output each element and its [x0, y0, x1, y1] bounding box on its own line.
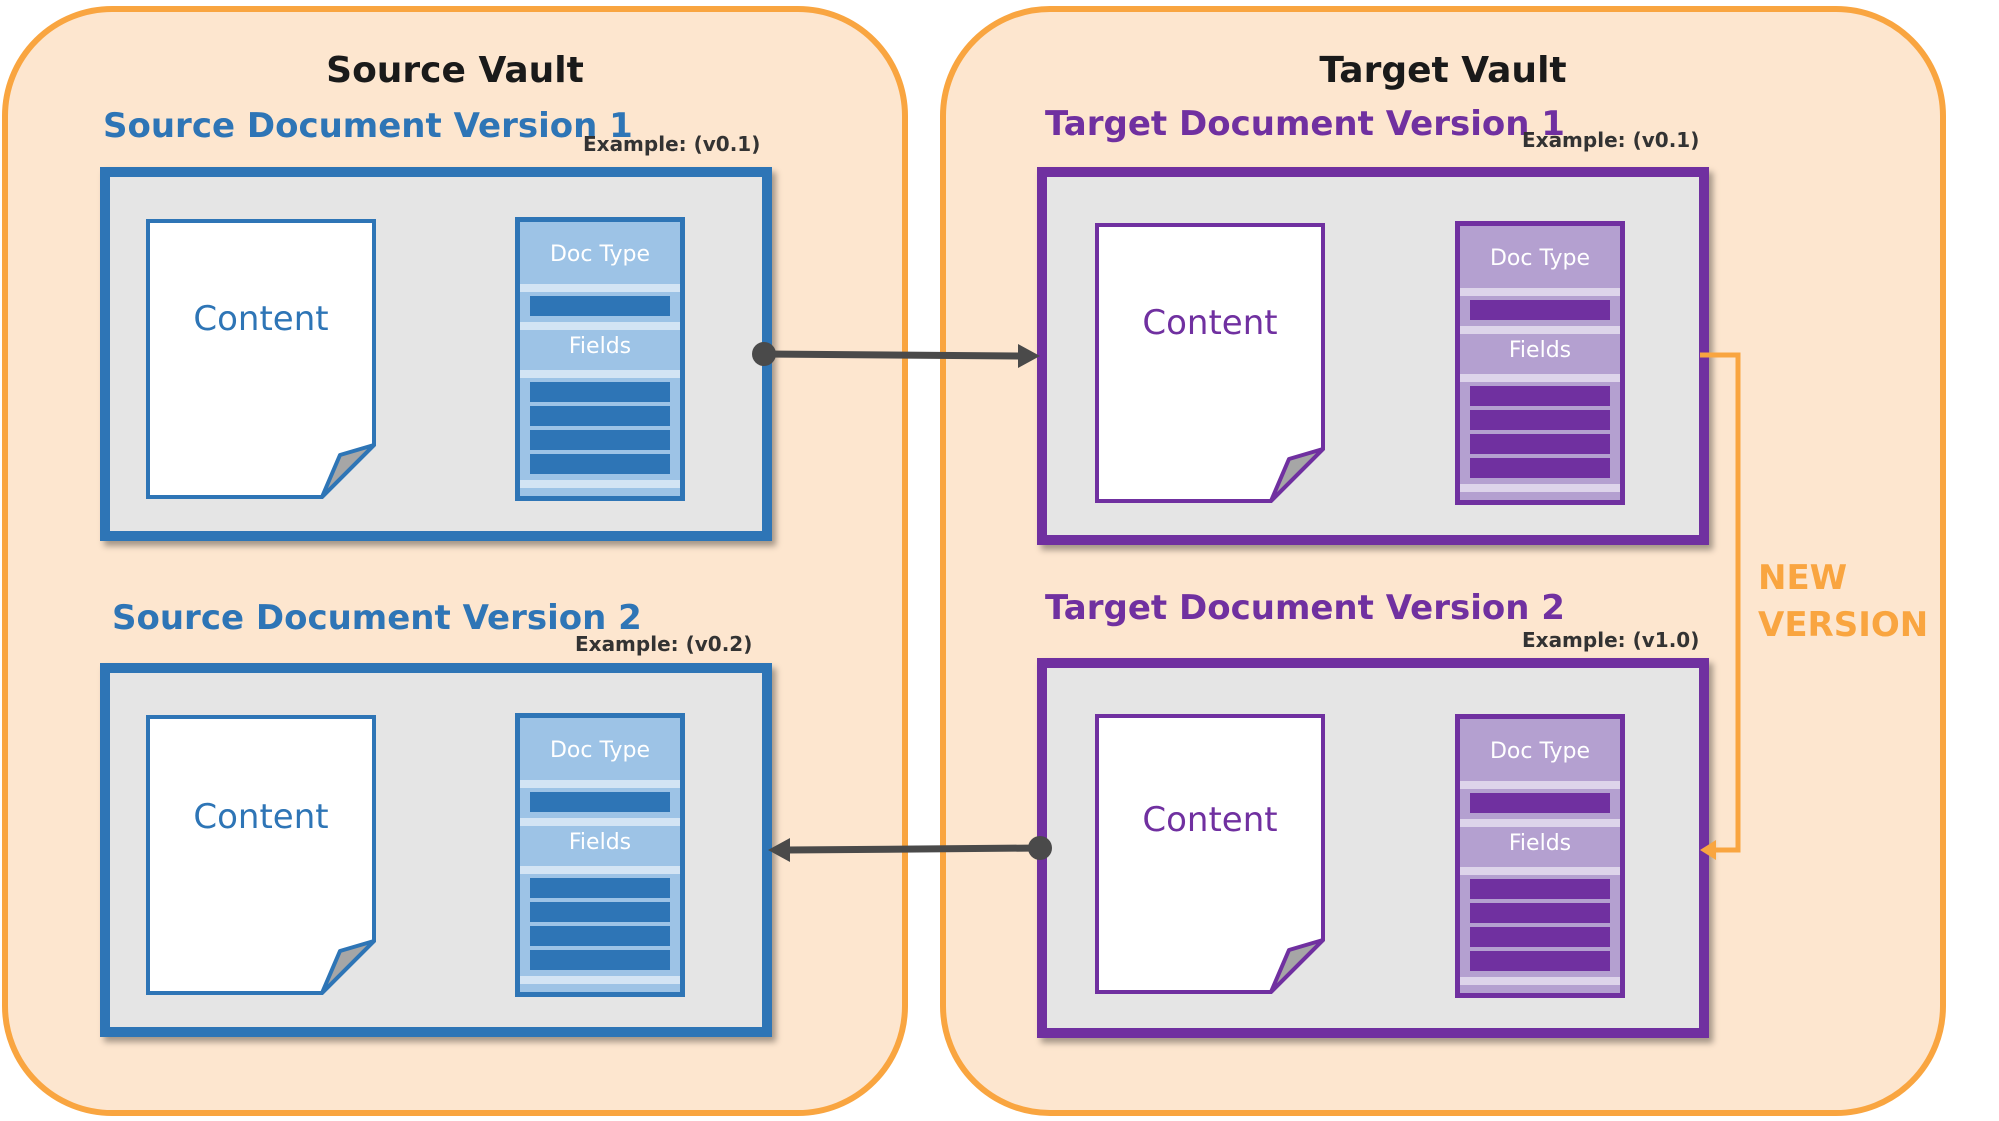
content-label: Content [1142, 800, 1278, 840]
doc-type-bar [1470, 793, 1610, 813]
fields-label: Fields [568, 334, 632, 359]
field-bar [530, 406, 670, 426]
new-version-bracket [1700, 352, 1741, 860]
document-page-icon [1095, 714, 1325, 994]
target-doc-v2-title: Target Document Version 2 [1045, 588, 1565, 628]
content-page: Content [1095, 223, 1325, 503]
doc-type-label: Doc Type [549, 242, 651, 267]
target-vault-title: Target Vault [1319, 50, 1567, 91]
source-doc-v2-example: Example: (v0.2) [575, 632, 753, 656]
metadata-panel: Doc Type Fields [515, 217, 685, 501]
source-doc-v2-title: Source Document Version 2 [112, 598, 642, 638]
doc-type-bar [530, 296, 670, 316]
doc-type-label: Doc Type [549, 738, 651, 763]
field-bar [1470, 951, 1610, 971]
content-page: Content [146, 715, 376, 995]
fields-label: Fields [1508, 338, 1572, 363]
field-bar [530, 454, 670, 474]
document-page-icon [1095, 223, 1325, 503]
content-label: Content [1142, 303, 1278, 343]
field-bar [1470, 434, 1610, 454]
source-vault-title: Source Vault [326, 50, 584, 91]
doc-type-label: Doc Type [1489, 246, 1591, 271]
target-doc-v2-frame: Content Doc Type Fields [1037, 658, 1709, 1038]
fields-label: Fields [1508, 831, 1572, 856]
source-doc-v1-example: Example: (v0.1) [583, 132, 761, 156]
new-version-line1: NEW [1758, 558, 1848, 598]
source-doc-v2-frame: Content Doc Type Fields [100, 663, 772, 1037]
content-label: Content [193, 299, 329, 339]
field-bar [530, 878, 670, 898]
field-bar [530, 926, 670, 946]
sync-arrow-source-to-target [752, 342, 1040, 368]
new-version-label: NEW VERSION [1758, 555, 1928, 649]
metadata-panel: Doc Type Fields [1455, 221, 1625, 505]
source-doc-v1-frame: Content Doc Type Fields [100, 167, 772, 541]
target-doc-v1-title: Target Document Version 1 [1045, 104, 1565, 144]
fields-label: Fields [568, 830, 632, 855]
field-bar [1470, 386, 1610, 406]
field-bar [530, 902, 670, 922]
content-page: Content [146, 219, 376, 499]
sync-arrow-target-to-source [768, 836, 1052, 862]
field-bar [1470, 879, 1610, 899]
document-page-icon [146, 715, 376, 995]
field-bar [530, 950, 670, 970]
target-doc-v2-example: Example: (v1.0) [1522, 628, 1700, 652]
target-doc-v1-example: Example: (v0.1) [1522, 128, 1700, 152]
doc-type-label: Doc Type [1489, 739, 1591, 764]
new-version-line2: VERSION [1758, 605, 1929, 645]
document-page-icon [146, 219, 376, 499]
metadata-panel: Doc Type Fields [1455, 714, 1625, 998]
content-page: Content [1095, 714, 1325, 994]
metadata-panel: Doc Type Fields [515, 713, 685, 997]
field-bar [1470, 927, 1610, 947]
field-bar [1470, 458, 1610, 478]
doc-type-bar [530, 792, 670, 812]
field-bar [530, 382, 670, 402]
content-label: Content [193, 797, 329, 837]
field-bar [1470, 903, 1610, 923]
target-doc-v1-frame: Content Doc Type Fields [1037, 167, 1709, 545]
field-bar [1470, 410, 1610, 430]
source-doc-v1-title: Source Document Version 1 [103, 106, 633, 146]
doc-type-bar [1470, 300, 1610, 320]
field-bar [530, 430, 670, 450]
